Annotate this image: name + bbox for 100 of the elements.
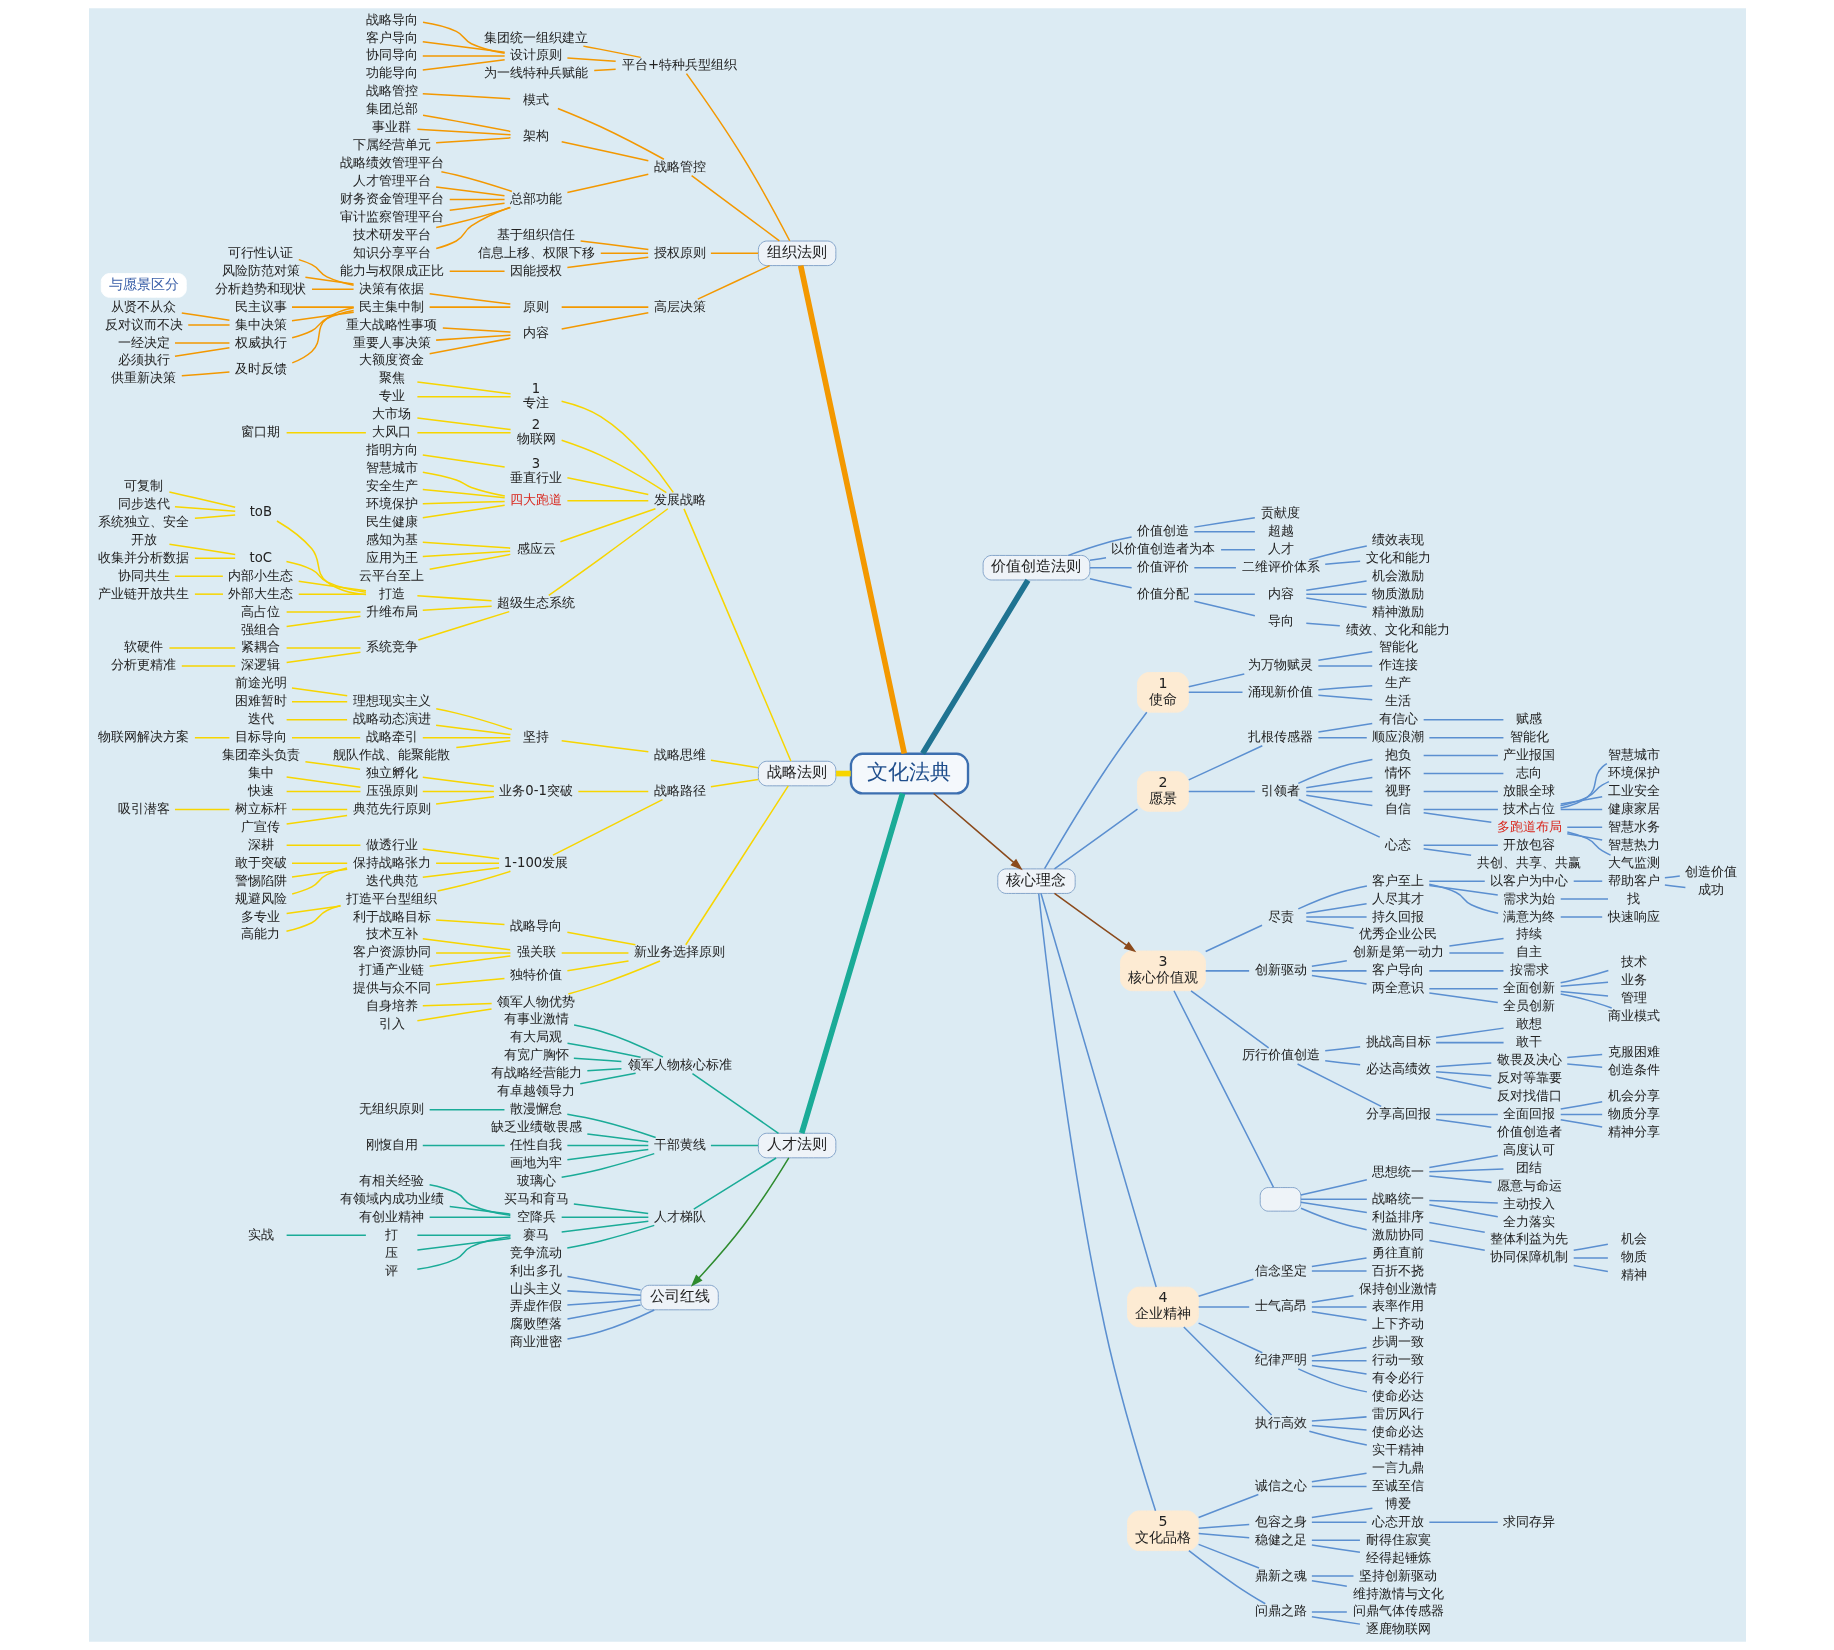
- connector: [566, 476, 649, 496]
- connector: [290, 687, 348, 697]
- node-text: 迭代: [247, 711, 274, 727]
- connector: [173, 342, 230, 344]
- connector: [1310, 1270, 1367, 1272]
- node-text: 行动一致: [1371, 1352, 1424, 1368]
- connector: [567, 960, 661, 995]
- node-text: 问鼎之路: [1254, 1603, 1307, 1619]
- connector: [1310, 1295, 1354, 1304]
- node-text: 一言九鼎: [1371, 1459, 1424, 1475]
- connector: [180, 371, 230, 377]
- connector: [1566, 1063, 1603, 1068]
- connector: [1310, 1575, 1354, 1577]
- node-text: 价值创造: [1136, 523, 1189, 539]
- connector: [421, 541, 511, 549]
- connector: [1566, 826, 1603, 829]
- node-text: 系统竞争: [365, 639, 418, 655]
- connector: [566, 1144, 649, 1147]
- connector: [835, 770, 851, 777]
- connector: [285, 647, 361, 649]
- node-text: 有大局观: [509, 1029, 562, 1045]
- node-text: 敢想: [1515, 1016, 1542, 1032]
- node-text: 发展战略: [653, 492, 706, 508]
- connector: [434, 795, 495, 805]
- connector: [560, 312, 649, 330]
- node-text: 包容之身: [1254, 1513, 1307, 1529]
- node-text: 人才: [1267, 541, 1294, 557]
- connector: [434, 137, 511, 144]
- node-text: 快速响应: [1607, 908, 1660, 924]
- node-text: toC: [249, 549, 272, 565]
- arrow: [690, 1157, 790, 1287]
- connector: [1317, 736, 1367, 739]
- connector: [1559, 780, 1610, 807]
- node-text: 创造价值: [1684, 864, 1737, 880]
- connector: [709, 778, 759, 788]
- connector: [421, 55, 505, 57]
- node-text: 压强原则: [365, 782, 418, 798]
- connector: [560, 306, 649, 308]
- node-text: 因能授权: [509, 262, 562, 278]
- node-text: 成功: [1697, 882, 1724, 898]
- connector: [421, 41, 505, 53]
- connector: [566, 960, 629, 972]
- connector: [709, 759, 759, 769]
- connector: [448, 1205, 511, 1215]
- connector: [291, 306, 355, 364]
- node-text: 开放包容: [1502, 836, 1555, 852]
- connector: [1428, 1199, 1499, 1204]
- node-text: 必须执行: [117, 352, 170, 368]
- connector: [560, 400, 674, 494]
- connector: [560, 1220, 649, 1233]
- connector: [421, 92, 511, 100]
- node-text: 人才梯队: [653, 1208, 706, 1224]
- node-text: 多专业: [240, 908, 280, 924]
- node-text: 有领域内成功业绩: [339, 1190, 444, 1206]
- connector: [1428, 1239, 1485, 1251]
- connector: [572, 1203, 649, 1215]
- node-text: 分析趋势和现状: [214, 280, 306, 296]
- connector: [1088, 566, 1132, 569]
- node-text: 反对议而不决: [104, 316, 183, 332]
- connector: [1088, 578, 1132, 589]
- connector: [566, 931, 636, 946]
- connector: [1428, 1221, 1485, 1234]
- node-text: 集团统一组织建立: [483, 29, 588, 45]
- node-text: 共创、共享、共赢: [1476, 854, 1581, 870]
- connector: [1088, 557, 1107, 561]
- connector: [1197, 1306, 1250, 1308]
- node-text: 至诚至信: [1371, 1477, 1424, 1493]
- node-text: 文化和能力: [1365, 549, 1431, 565]
- node-text: 智慧城市: [365, 460, 418, 476]
- connector: [1053, 808, 1138, 870]
- node-text: 高能力: [240, 926, 280, 942]
- connector: [434, 186, 505, 197]
- node-text: 利于战略目标: [352, 908, 431, 924]
- connector: [1310, 970, 1367, 972]
- connector: [1422, 790, 1499, 793]
- connector: [421, 500, 505, 505]
- connector: [566, 1309, 655, 1340]
- node-text: 找: [1626, 890, 1640, 906]
- node-text: 玻璃心: [516, 1172, 556, 1188]
- node-text: 集团总部: [365, 101, 418, 117]
- connector: [285, 431, 367, 434]
- node-text: 目标导向: [234, 729, 287, 745]
- node-text: 视野: [1384, 782, 1411, 798]
- connector: [566, 57, 616, 62]
- node-text: 云平台至上: [358, 567, 424, 583]
- connector: [285, 905, 341, 915]
- connector: [434, 862, 500, 864]
- node-text: 信息上移、权限下移: [477, 244, 595, 260]
- node-text: 理想现实主义: [352, 693, 431, 709]
- node-text: 有事业激情: [503, 1011, 569, 1027]
- node-text: 困难暂时: [234, 693, 287, 709]
- node-text: 全面创新: [1502, 980, 1555, 996]
- node-text: 规避风险: [234, 890, 287, 906]
- node-text: 吸引潜客: [117, 800, 170, 816]
- node-text: 情怀: [1384, 765, 1411, 781]
- node-text: 保持战略张力: [352, 854, 431, 870]
- connector: [566, 1275, 641, 1291]
- connector: [421, 776, 495, 788]
- connector: [1187, 1549, 1266, 1605]
- connector: [421, 21, 505, 54]
